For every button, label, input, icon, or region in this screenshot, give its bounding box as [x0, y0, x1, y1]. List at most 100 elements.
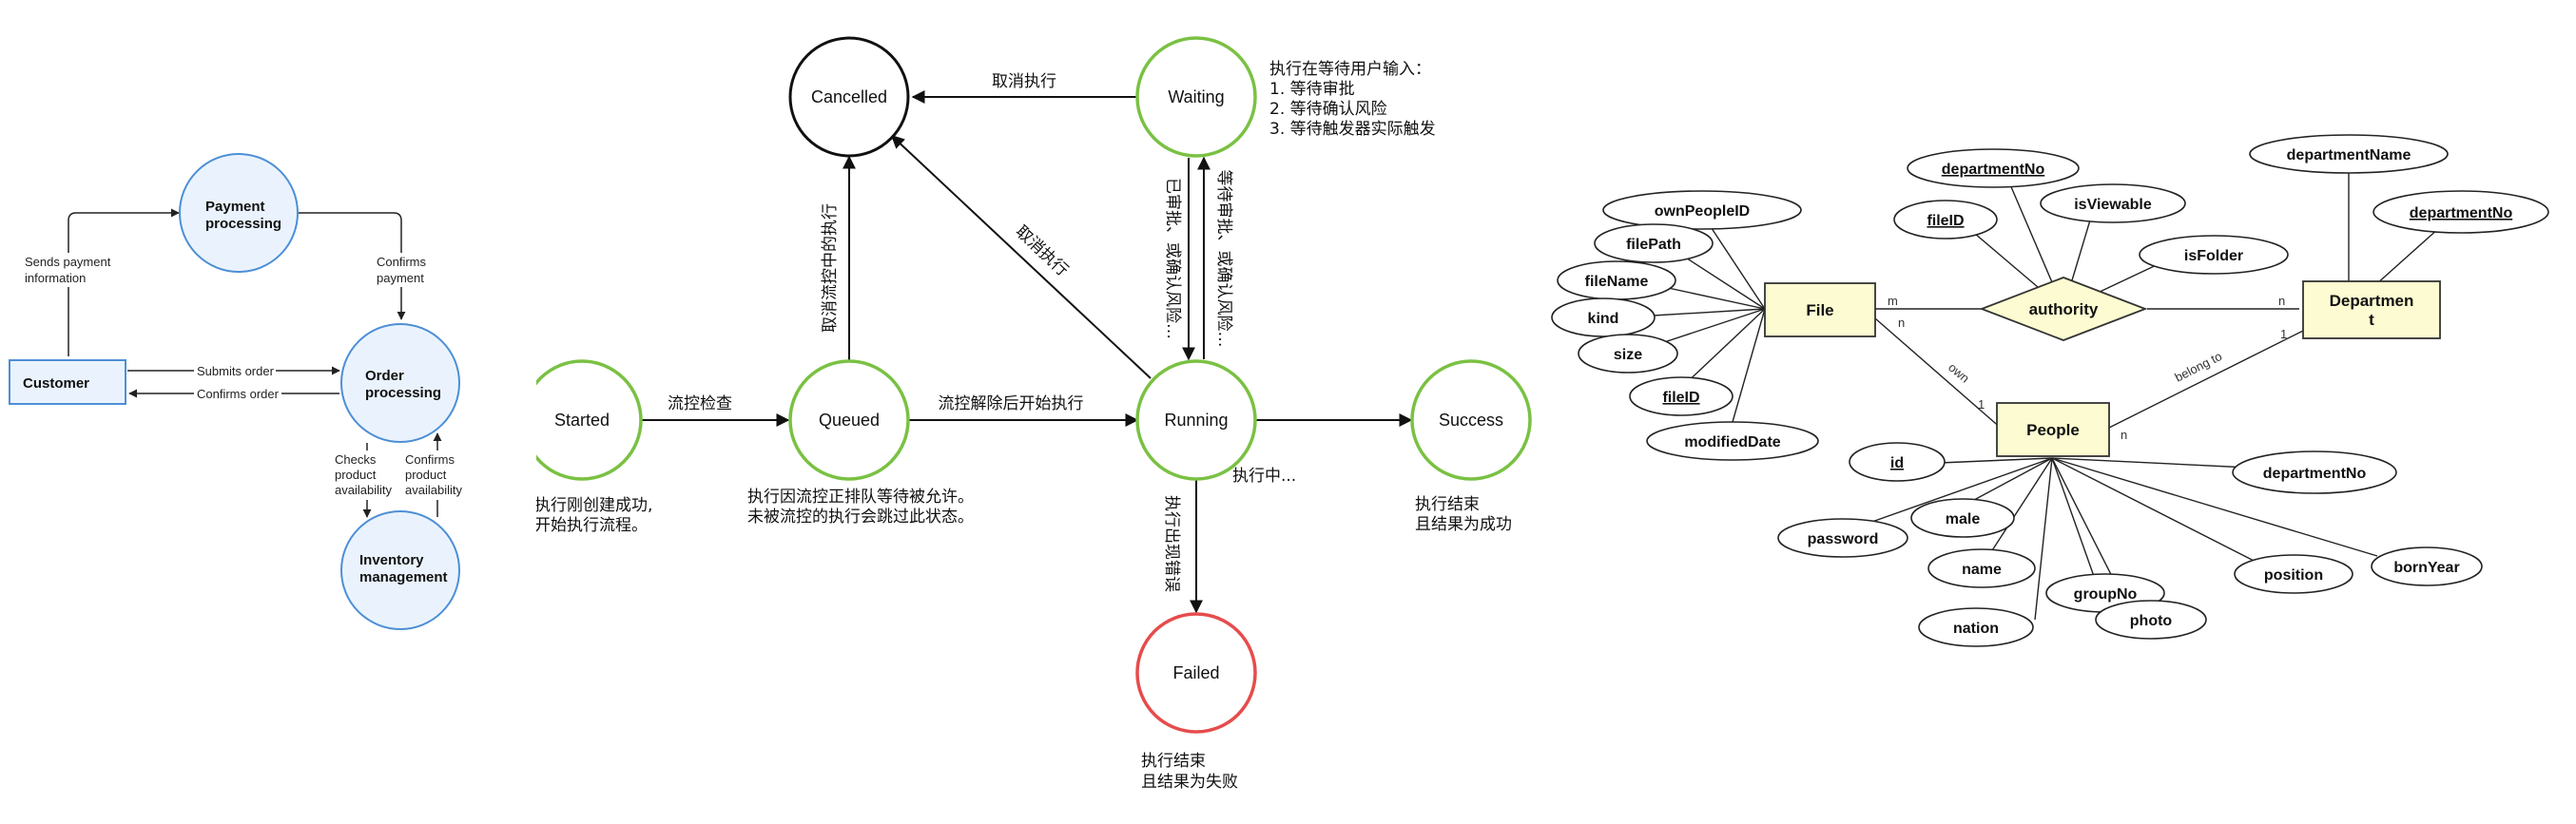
attr-people-password-label: password	[1808, 531, 1879, 547]
node-inventory-label-1: Inventory	[359, 552, 424, 568]
attr-file-filepath: filePath	[1594, 223, 1714, 263]
note-success: 执行结束 且结果为成功	[1415, 495, 1512, 534]
data-flow-diagram: Payment processing Order processing Inve…	[9, 153, 470, 630]
entity-people-label: People	[2026, 421, 2080, 439]
entity-department-label-1: Departmen	[2330, 292, 2414, 310]
note-started: 执行刚创建成功, 开始执行流程。	[534, 496, 652, 535]
state-cancelled-label: Cancelled	[811, 87, 887, 106]
note-success-line-2: 且结果为成功	[1415, 515, 1512, 534]
attr-auth-isfolder: isFolder	[2139, 235, 2289, 275]
state-success-label: Success	[1439, 411, 1503, 430]
attr-dept-departmentname: departmentName	[2249, 134, 2449, 174]
note-waiting: 执行在等待用户输入： 1. 等待审批 2. 等待确认风险 3. 等待触发器实际触…	[1269, 60, 1436, 139]
card-auth-dept: n	[2278, 294, 2285, 308]
node-payment-processing: Payment processing	[179, 153, 299, 273]
node-inventory-management: Inventory management	[340, 510, 460, 630]
note-queued-line-1: 执行因流控正排队等待被允许。	[747, 488, 974, 507]
attr-file-size: size	[1578, 334, 1678, 374]
label-checks-3: availability	[335, 483, 392, 497]
label-checks-1: Checks	[335, 452, 377, 467]
attr-dept-departmentname-label: departmentName	[2287, 147, 2411, 163]
node-customer-label: Customer	[23, 375, 89, 392]
label-cancel-queued: 取消流控中的执行	[821, 203, 840, 333]
entity-file: File	[1764, 282, 1876, 337]
transition-running-cancelled	[890, 135, 1152, 379]
state-queued-label: Queued	[819, 411, 880, 430]
state-queued: Queued	[788, 359, 910, 481]
attr-file-fileid-label: fileID	[1662, 390, 1699, 406]
label-sends-payment-2: information	[25, 271, 86, 285]
attr-auth-fileid-label: fileID	[1927, 213, 1964, 229]
attr-dept-departmentno-label: departmentNo	[2410, 205, 2513, 221]
label-flow-check: 流控检查	[668, 394, 732, 413]
note-waiting-line-3: 2. 等待确认风险	[1269, 100, 1387, 119]
node-payment-label-1: Payment	[205, 199, 265, 215]
attr-people-nation-label: nation	[1953, 621, 1999, 637]
crop-mask	[477, 0, 536, 824]
note-queued: 执行因流控正排队等待被允许。 未被流控的执行会跳过此状态。	[747, 488, 974, 527]
label-approved: 已审批、或确认风险…	[1163, 178, 1182, 339]
node-order-label-1: Order	[365, 368, 404, 384]
label-sends-payment-1: Sends payment	[25, 255, 111, 269]
label-confirms-payment-2: payment	[377, 271, 424, 285]
attr-file-kind-label: kind	[1588, 311, 1619, 327]
node-order-label-2: processing	[365, 385, 441, 401]
er-attributes: departmentNo fileID isViewable isFolder …	[1551, 134, 2549, 647]
label-cancel-from-waiting: 取消执行	[992, 72, 1056, 91]
relationship-authority: authority	[1979, 277, 2148, 341]
label-own: own	[1946, 360, 1972, 386]
label-cancel-from-running: 取消执行	[1012, 222, 1072, 280]
attr-auth-departmentno: departmentNo	[1907, 148, 2080, 188]
node-inventory-label-2: management	[359, 569, 448, 585]
er-connectors	[1620, 171, 2440, 621]
label-belong-to: belong to	[2173, 349, 2224, 385]
state-waiting: Waiting	[1135, 36, 1257, 158]
attr-people-bornyear: bornYear	[2371, 546, 2483, 586]
label-confirms-avail-2: product	[405, 468, 447, 482]
state-success: Success	[1410, 359, 1532, 481]
note-failed: 执行结束 且结果为失败	[1141, 752, 1238, 792]
note-started-line-1: 执行刚创建成功,	[534, 496, 652, 515]
attr-people-male-label: male	[1946, 511, 1981, 527]
attr-people-position-label: position	[2264, 567, 2323, 584]
attr-file-ownpeopleid-label: ownPeopleID	[1655, 203, 1750, 220]
attr-people-id: id	[1849, 442, 1946, 482]
card-people-belong: n	[2121, 428, 2127, 442]
attr-file-fileid: fileID	[1629, 376, 1733, 416]
attr-auth-isviewable-label: isViewable	[2074, 197, 2152, 213]
card-dept-belong: 1	[2280, 327, 2287, 341]
attr-people-male: male	[1910, 498, 2015, 538]
attr-file-filepath-label: filePath	[1626, 237, 1681, 253]
attr-file-kind: kind	[1551, 297, 1656, 337]
attr-file-size-label: size	[1614, 347, 1642, 363]
attr-people-name: name	[1927, 548, 2036, 588]
attr-people-bornyear-label: bornYear	[2393, 560, 2459, 576]
label-wait-approval: 等待审批、或确认风险…	[1214, 170, 1233, 348]
attr-people-position: position	[2234, 554, 2353, 594]
card-file-own: n	[1898, 316, 1905, 330]
note-waiting-line-2: 1. 等待审批	[1269, 80, 1355, 99]
state-failed-label: Failed	[1172, 663, 1219, 682]
entity-people: People	[1996, 402, 2110, 457]
attr-auth-isfolder-label: isFolder	[2184, 248, 2243, 264]
note-waiting-line-4: 3. 等待触发器实际触发	[1269, 120, 1436, 139]
attr-file-filename: fileName	[1557, 260, 1676, 300]
card-people-own: 1	[1978, 397, 1985, 412]
relationship-authority-label: authority	[2029, 300, 2099, 318]
attr-auth-fileid: fileID	[1893, 200, 1998, 240]
edge-sends-payment	[68, 208, 180, 356]
attr-people-photo: photo	[2095, 600, 2207, 640]
state-machine-diagram: Cancelled Waiting Started Queued Running…	[521, 36, 1532, 792]
state-running-label: Running	[1164, 411, 1228, 430]
node-payment-label-2: processing	[205, 216, 281, 232]
note-waiting-line-1: 执行在等待用户输入：	[1269, 60, 1431, 79]
label-confirms-avail-3: availability	[405, 483, 462, 497]
node-order-processing: Order processing	[340, 323, 460, 443]
label-checks-2: product	[335, 468, 377, 482]
entity-department-label-2: t	[2369, 311, 2374, 329]
card-file-auth: m	[1888, 294, 1898, 308]
attr-people-nation: nation	[1918, 607, 2034, 647]
attr-people-password: password	[1777, 518, 1908, 558]
label-confirms-avail-1: Confirms	[405, 452, 455, 467]
